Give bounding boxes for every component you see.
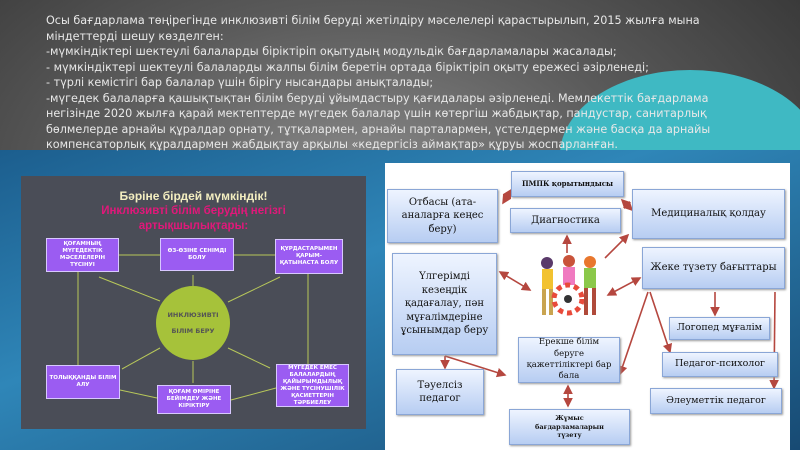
intro-line: компенсаторлық құралдармен жабдықтау арқ… [46, 138, 618, 151]
intro-line: - мүмкіндіктері шектеулі балаларды жалпы… [46, 60, 649, 74]
intro-line: - түрлі кемістігі бар балалар үшін біріг… [46, 76, 434, 89]
inclusive-education-circle: ИНКЛЮЗИВТІ БІЛІМ БЕРУ [156, 286, 230, 360]
children-illustration [532, 253, 605, 320]
medical-box: Медициналық қолдау [632, 189, 785, 239]
intro-line: -мүмкіндіктері шектеулі балаларды бірікт… [46, 45, 617, 58]
intro-line: бөлмелерде арнайы құралдар орнату, тұтқа… [46, 122, 711, 136]
advantage-box: МҮГЕДЕК ЕМЕС БАЛАЛАРДЫҢ ҚАЙЫРЫМДЫЛЫҚ ЖӘН… [276, 364, 349, 407]
work-programs-box: Жұмыс бағдарламаларын түзету [509, 409, 630, 445]
speech-therapist-box: Логопед мұғалім [669, 317, 770, 340]
circle-label: ИНКЛЮЗИВТІ [167, 311, 219, 319]
psychologist-box: Педагог-психолог [662, 352, 778, 377]
intro-line: міндеттерді шешу көзделген: [46, 29, 224, 43]
diagnostics-box: Диагностика [510, 208, 621, 233]
intro-text: Осы бағдарлама төңірегінде инклюзивті бі… [46, 13, 711, 153]
advantage-box: ҚҰРДАСТАРЫМЕН ҚАРЫМ-ҚАТЫНАСТА БОЛУ [275, 239, 343, 274]
circle-label: БІЛІМ БЕРУ [171, 327, 215, 335]
advantage-box: ҚОҒАМНЫҢ МҮГЕДЕКТІК МӘСЕЛЕЛЕРІН ТҮСІНУІ [46, 238, 119, 272]
advantage-box: ҚОҒАМ ӨМІРІНЕ БЕЙІМДЕУ ЖӘНЕ КІРІКТІРУ [157, 385, 231, 414]
pmpk-box: ПМПК қорытындысы [511, 171, 624, 197]
advantage-box: ӨЗ-ӨЗІНЕ СЕНІМДІ БОЛУ [160, 238, 234, 271]
advantage-box: ТОЛЫҚҚАНДЫ БІЛІМ АЛУ [46, 365, 120, 399]
intro-line: негізінде 2020 жылға қарай мектептерде м… [46, 107, 707, 120]
monitoring-box: Үлгерімді кезеңдік қадағалау, пән мұғалі… [392, 253, 497, 355]
independent-teacher-box: Тәуелсіз педагог [396, 369, 484, 415]
left-diagram-title: Бәріне бірдей мүмкіндік! [119, 189, 268, 203]
left-diagram-subtitle-2: артықшылықтары: [138, 220, 249, 232]
family-box: Отбасы (ата-аналарға кеңес беру) [387, 189, 498, 243]
individual-correction-box: Жеке түзету бағыттары [642, 247, 785, 289]
child-box: Ерекше білім беруге қажеттіліктері бар б… [518, 337, 620, 383]
intro-line: Осы бағдарлама төңірегінде инклюзивті бі… [46, 14, 700, 27]
social-teacher-box: Әлеуметтік педагог [650, 388, 782, 414]
intro-line: -мүгедек балаларға қашықтықтан білім бер… [46, 91, 709, 105]
left-diagram-subtitle: Инклюзивті білім берудің негізгі [101, 205, 286, 217]
